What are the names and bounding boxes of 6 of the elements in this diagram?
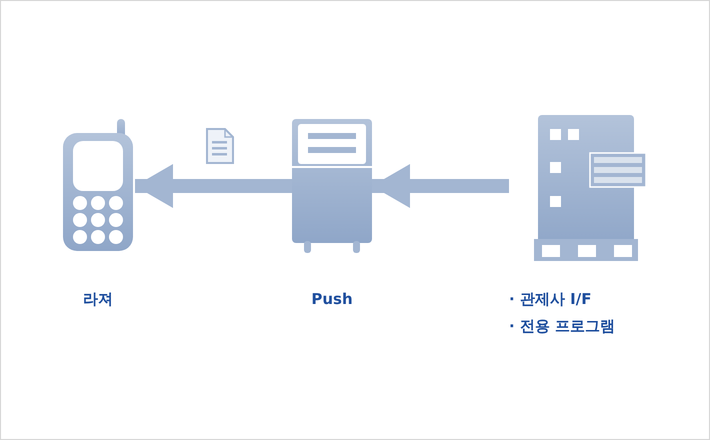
node-label: 라져 [82, 289, 114, 310]
arrow [135, 164, 292, 208]
node-label: · 관제사 I/F [509, 289, 592, 310]
node-label: Push [310, 289, 354, 310]
arrow [372, 164, 509, 208]
node-label: · 전용 프로그램 [509, 316, 616, 337]
